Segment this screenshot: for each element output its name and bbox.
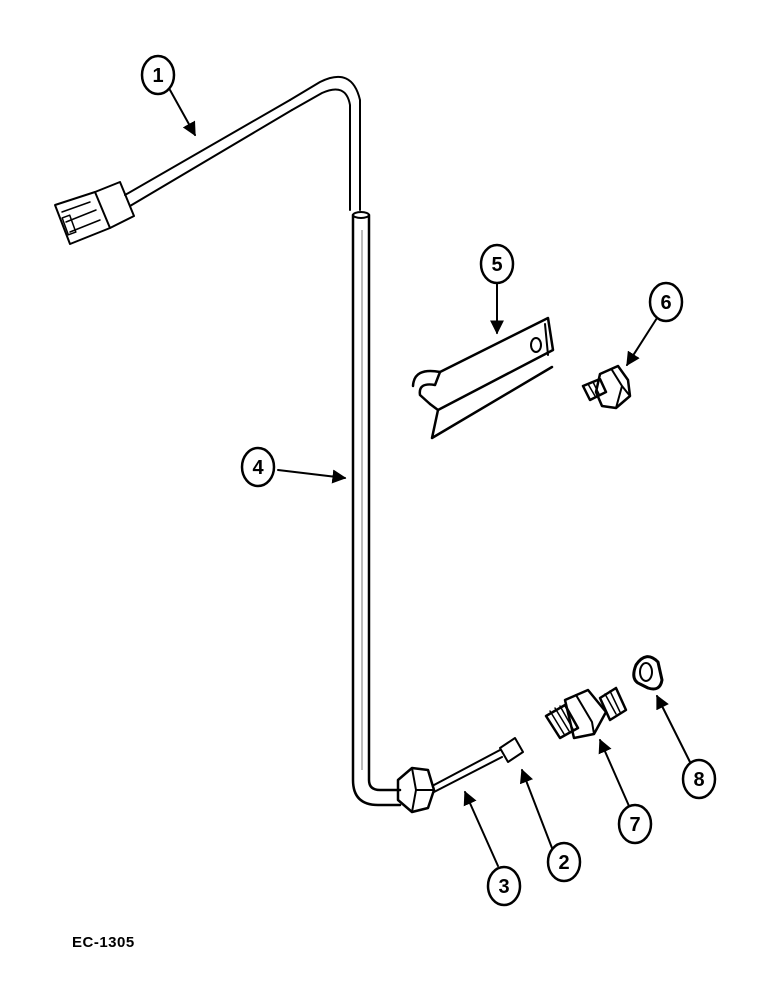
- bolt: [581, 364, 632, 410]
- tube-nut: [396, 766, 436, 814]
- leader-lines: [169, 89, 691, 867]
- svg-text:6: 6: [660, 292, 671, 314]
- svg-text:4: 4: [252, 457, 264, 479]
- callout-8: 8: [681, 758, 717, 800]
- wire-terminal: [499, 737, 524, 763]
- callout-7: 7: [617, 803, 653, 845]
- svg-text:1: 1: [152, 65, 163, 87]
- callout-3: 3: [486, 865, 522, 907]
- callout-6: 6: [648, 281, 684, 323]
- sealing-washer: [632, 655, 664, 691]
- sender-tube: [351, 211, 402, 807]
- callout-4: 4: [240, 446, 276, 488]
- svg-text:3: 3: [498, 876, 509, 898]
- callout-1: 1: [140, 54, 176, 96]
- electrical-connector: [54, 99, 293, 245]
- adapter-fitting: [544, 686, 628, 740]
- tube-clip: [411, 316, 555, 440]
- sensor-wire: [433, 749, 503, 793]
- callout-5: 5: [479, 243, 515, 285]
- figure-code: EC-1305: [72, 934, 135, 951]
- svg-text:7: 7: [629, 814, 640, 836]
- svg-text:5: 5: [491, 254, 502, 276]
- svg-text:2: 2: [558, 852, 569, 874]
- callout-2: 2: [546, 841, 582, 883]
- svg-text:8: 8: [693, 769, 704, 791]
- sender-wire: [289, 76, 361, 211]
